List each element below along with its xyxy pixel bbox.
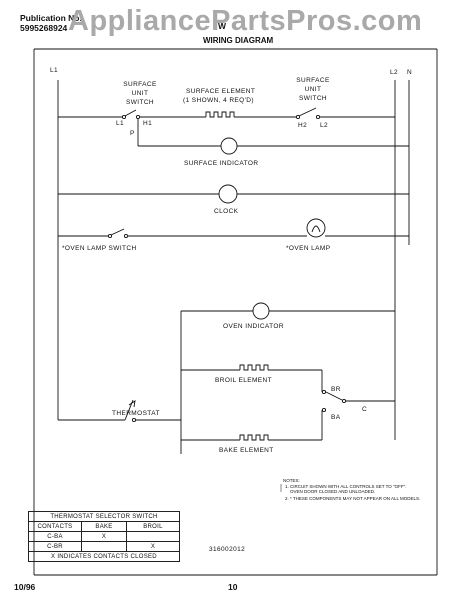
notes-line1: 1. CIRCUIT SHOWN WITH ALL CONTROLS SET T…	[285, 484, 407, 489]
surface-switch-right-contact-a	[295, 114, 301, 120]
page-title: WIRING DIAGRAM	[203, 36, 274, 45]
br-contact	[321, 389, 327, 395]
surface-switch-right-contact-b	[315, 114, 321, 120]
oven-lamp-label: *OVEN LAMP	[286, 245, 331, 252]
publication-number: 5995268924	[20, 23, 68, 33]
lamp-switch-blade	[110, 228, 125, 236]
oven-indicator-label: OVEN INDICATOR	[223, 323, 284, 330]
terminal-h2: H2	[298, 122, 308, 129]
lamp-switch-contact-a	[107, 233, 113, 239]
surface-switch-left-contact-b	[135, 114, 141, 120]
oven-lamp-bulb	[306, 218, 326, 238]
footer-page: 10	[228, 582, 238, 592]
lamp-switch-contact-b	[123, 233, 129, 239]
selector-common	[341, 398, 347, 404]
table-cell	[126, 531, 180, 542]
surface-switch-left-label: SURFACE UNIT SWITCH	[123, 81, 157, 106]
surface-indicator-label: SURFACE INDICATOR	[184, 160, 259, 167]
surface-indicator-lamp	[220, 137, 238, 155]
broil-element-symbol	[239, 364, 269, 371]
ba-contact	[321, 407, 327, 413]
table-cell: X	[126, 541, 180, 552]
notes-line1b: OVEN DOOR CLOSED AND UNLOADED.	[290, 489, 376, 494]
terminal-ba: BA	[331, 414, 341, 421]
table-row: C-BA X	[28, 531, 180, 542]
thermostat-contact	[131, 417, 137, 423]
table-cell: C-BR	[28, 541, 82, 552]
surface-switch-right-blade	[298, 107, 317, 117]
table-row: C-BR X	[28, 541, 180, 552]
terminal-l1: L1	[116, 120, 125, 127]
diagram-number: 316002012	[209, 546, 246, 553]
table-footer: X INDICATES CONTACTS CLOSED	[28, 551, 180, 562]
model-fragment: W	[218, 21, 227, 31]
l1-label: L1	[50, 67, 59, 74]
bake-element-symbol	[239, 434, 269, 441]
surface-element-symbol	[205, 111, 235, 118]
publication-label: Publication No.	[20, 13, 82, 23]
terminal-p: P	[130, 130, 135, 137]
table-cell: C-BA	[28, 531, 82, 542]
surface-switch-left-blade	[124, 109, 137, 117]
selector-switch-table: THERMOSTAT SELECTOR SWITCH CONTACTS BAKE…	[28, 511, 180, 562]
footer-date: 10/96	[14, 582, 36, 592]
watermark: AppliancePartsPros.com	[68, 5, 423, 37]
bake-element-label: BAKE ELEMENT	[219, 447, 274, 454]
table-cell: X	[81, 531, 127, 542]
surface-switch-left-contact-a	[121, 114, 127, 120]
oven-lamp-switch-label: *OVEN LAMP SWITCH	[62, 245, 137, 252]
surface-element-note: (1 SHOWN, 4 REQ'D)	[183, 97, 254, 104]
n-label: N	[407, 69, 413, 76]
l2-label: L2	[390, 69, 399, 76]
notes-title: NOTES:	[283, 478, 300, 483]
clock-motor	[218, 184, 238, 204]
table-cell	[81, 541, 127, 552]
terminal-br: BR	[331, 386, 341, 393]
thermostat-label: THERMOSTAT	[112, 410, 160, 417]
table-header-broil: BROIL	[126, 521, 180, 532]
terminal-c: C	[362, 406, 368, 413]
terminal-l2: L2	[320, 122, 329, 129]
table-header-contacts: CONTACTS	[28, 521, 82, 532]
table-title: THERMOSTAT SELECTOR SWITCH	[28, 511, 180, 522]
broil-element-label: BROIL ELEMENT	[215, 377, 272, 384]
table-header-bake: BAKE	[81, 521, 127, 532]
notes-line2: 2. * THESE COMPONENTS MAY NOT APPEAR ON …	[285, 496, 421, 501]
selector-blade	[325, 391, 343, 401]
terminal-h1: H1	[143, 120, 153, 127]
clock-label: CLOCK	[214, 208, 239, 215]
thermostat-arrow	[128, 400, 136, 408]
surface-switch-right-label: SURFACE UNIT SWITCH	[296, 77, 330, 102]
surface-element-label: SURFACE ELEMENT	[186, 88, 256, 95]
oven-indicator-lamp	[252, 302, 270, 320]
oven-lamp-filament	[311, 225, 321, 233]
